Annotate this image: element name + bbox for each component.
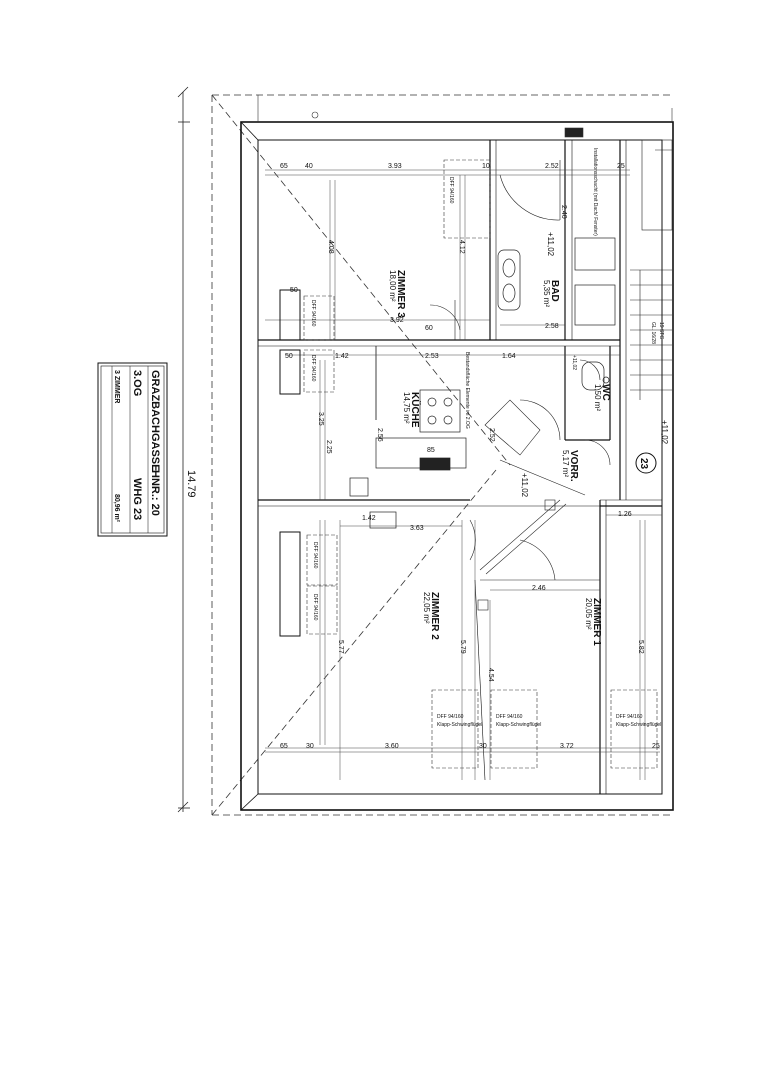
title-block [97,362,168,537]
dim-z2-582: 5.82 [637,640,644,654]
dim-v-325: 3.25 [317,412,324,426]
hall-elements [477,399,600,611]
window-label-bottom-b: DFF 94/160 [496,714,523,720]
window-sub-bottom-b: Klapp-Schwingflügel [496,722,541,728]
bathroom-fixtures [497,237,616,391]
door-swings [429,160,611,581]
dim-v-252: 2.52 [488,428,495,442]
overall-dimension-label: 14.79 [185,470,197,498]
title-house-number: HNR.: 20 [149,470,161,516]
level-right: +11,02 [660,420,669,445]
dim-top-10: 10 [482,163,490,170]
window-sills [279,289,301,637]
room-name-kuche: KÜCHE [409,392,422,428]
overall-dimension [177,86,190,813]
room-area-zimmer2: 22,05 m² [422,592,431,624]
title-unit: WHG 23 [131,478,143,520]
dim-z2-454: 4.54 [487,668,494,682]
window-frames [303,159,658,769]
room-name-wc: WC [600,384,611,401]
dim-v-225: 2.25 [325,440,332,454]
dim-top-65: 65 [280,163,288,170]
level-bad: +11,02 [546,232,555,257]
window-sub-bottom-c: Klapp-Schwingflügel [616,722,661,728]
stair-label: 19 STG [658,322,664,339]
room-area-zimmer1: 20,05 m² [584,598,593,630]
dim-mid-164: 1.64 [502,353,516,360]
dim-mid-142: 1.42 [335,353,349,360]
dim-z2-246: 2.46 [532,585,546,592]
room-name-zimmer3: ZIMMER 3 [395,270,406,318]
dim-bot-360: 3.60 [385,743,399,750]
dim-z2-579: 5.79 [459,640,466,654]
dim-bot-30b: 30 [479,743,487,750]
window-label-zimmer3-b: DFF 94/160 [310,300,316,327]
title-rooms: 3 ZIMMER [113,370,120,403]
dim-zim3-60: 60 [425,325,433,332]
level-vorr: +11,02 [520,473,529,498]
window-label-zimmer3: DFF 94/160 [448,177,454,204]
dim-zim3-50: 50 [290,287,298,294]
kitchen-note: Bestandsfläche Elemente im 2.OG [464,352,470,429]
room-area-vorr: 5,17 m² [561,450,570,477]
dim-v-240: 2.40 [560,205,567,219]
window-sub-bottom-a: Klapp-Schwingflügel [437,722,482,728]
dim-v-256: 2.56 [376,428,383,442]
room-name-bad: BAD [549,280,560,302]
room-area-kuche: 14,75 m² [402,392,411,424]
dim-mid-258: 2.58 [545,323,559,330]
title-street: GRAZBACHGASSE [149,370,161,471]
dim-top-252: 2.52 [545,163,559,170]
stair-sub: GL. 16/28 [650,322,656,344]
room-name-vorr: VORR. [568,450,579,482]
window-label-zimmer2-a: DFF 94/160 [312,542,318,569]
window-label-zimmer2-b: DFF 94/160 [312,594,318,621]
dim-k-363: 3.63 [410,525,424,532]
dim-mid-50: 50 [285,353,293,360]
dimension-labels: 65 40 3.93 10 2.52 25 3.92 50 60 50 1.42… [280,163,660,750]
level-hall: +11,02 [571,355,577,370]
site-boundary [211,94,672,816]
dimension-lines [265,169,662,780]
installation-note: Installationsschacht (mit Dach/ Fenster) [592,148,598,236]
top-strip [257,95,673,138]
staircase [630,139,673,400]
title-area: 80,96 m² [113,494,120,523]
window-label-bottom-c: DFF 94/160 [616,714,643,720]
room-name-zimmer1: ZIMMER 1 [591,598,602,646]
dim-z2-577: 5.77 [337,640,344,654]
dim-top-393: 3.93 [388,163,402,170]
dim-top-25: 25 [617,163,625,170]
unit-marker-number: 23 [638,458,649,470]
dim-bot-30a: 30 [306,743,314,750]
dim-zim3-392: 3.92 [390,317,404,324]
kitchen-fixtures [349,389,467,529]
window-label-bottom-a: DFF 94/160 [437,714,464,720]
interior-walls [258,140,662,794]
window-label-kitchen: DFF 94/160 [310,355,316,382]
dim-k-142: 1.42 [362,515,376,522]
dim-k-126: 1.26 [618,511,632,518]
title-floor: 3.OG [131,370,143,396]
unit-marker [635,452,657,474]
dim-mid-253: 2.53 [425,353,439,360]
dim-top-40: 40 [305,163,313,170]
dim-v-408: 4.08 [327,240,334,254]
exterior-walls [240,121,674,811]
room-name-zimmer2: ZIMMER 2 [429,592,440,640]
dim-bot-25: 25 [652,743,660,750]
room-area-wc: 1,50 m² [593,384,602,411]
room-area-bad: 5,35 m² [542,280,551,307]
room-area-zimmer3: 18,00 m² [388,270,397,302]
dim-v-412: 4.12 [458,240,465,254]
dim-bot-372: 3.72 [560,743,574,750]
dimension-labels-vertical: 4.08 4.12 2.40 3.25 2.25 2.56 2.52 5.77 … [317,205,644,682]
dim-bot-65: 65 [280,743,288,750]
dim-k-85: 85 [427,447,435,454]
